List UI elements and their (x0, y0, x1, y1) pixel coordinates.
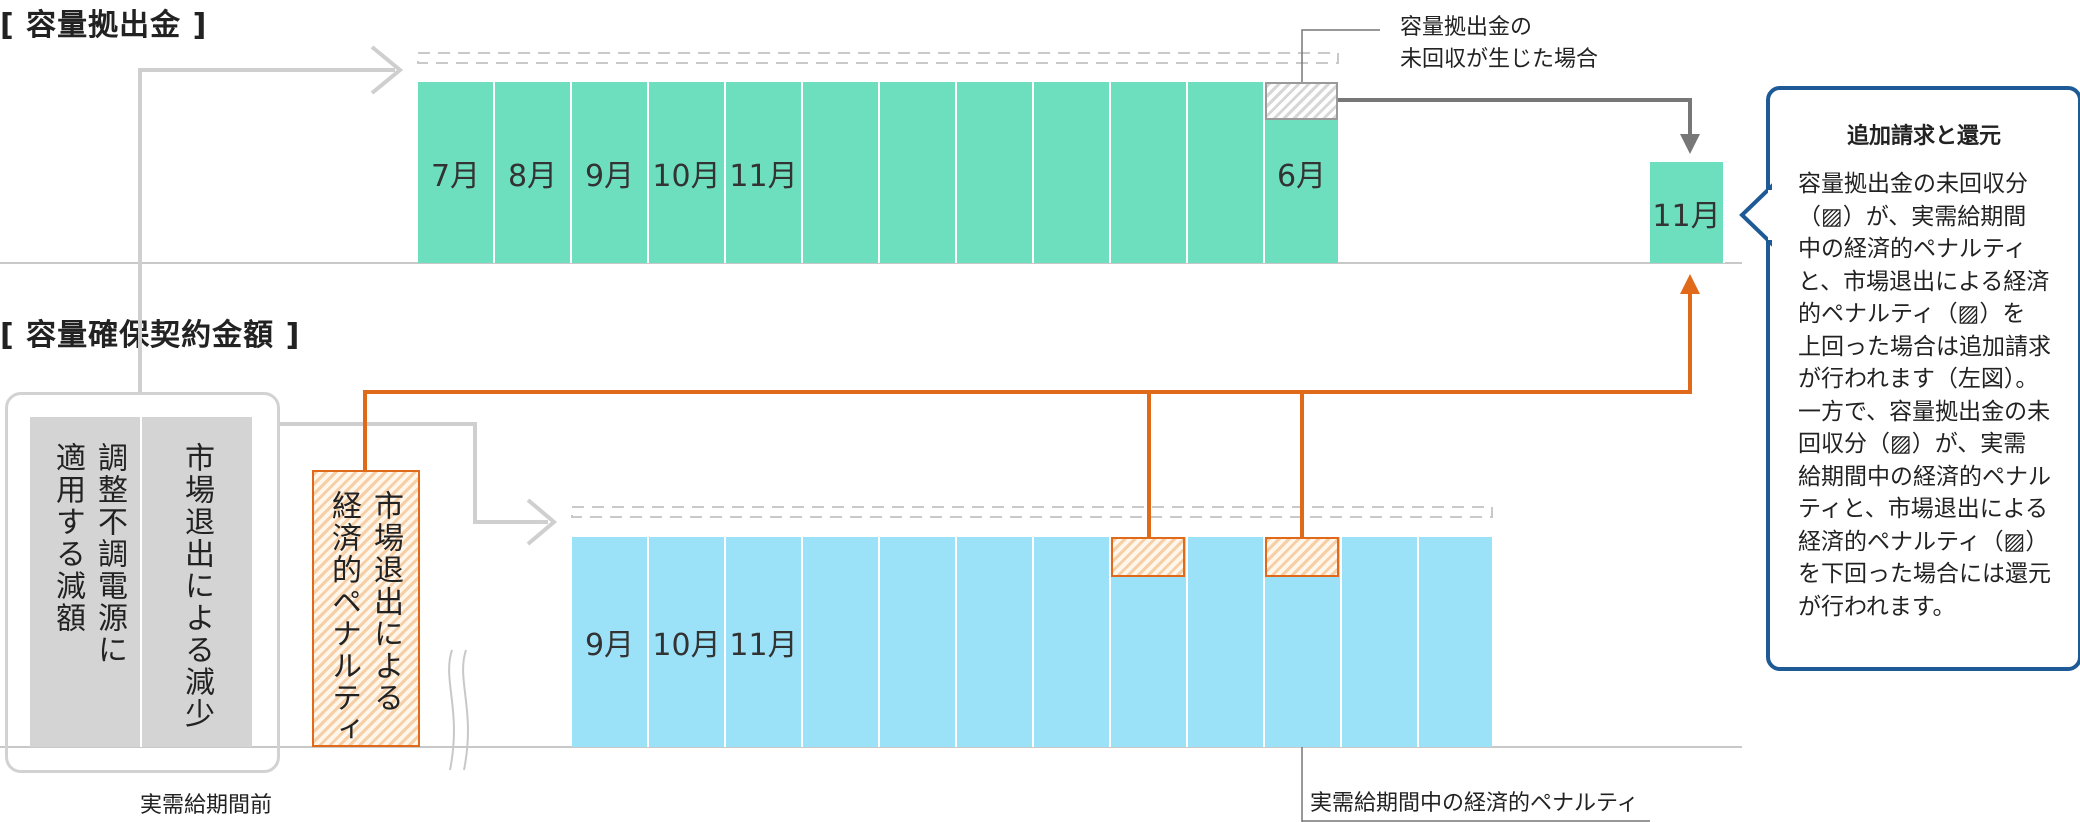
callout-line: 的ペナルティ（▨）を (1798, 301, 2026, 327)
unpaid-levy-marker (1265, 82, 1338, 120)
penalty-label-1: 市場退出による (368, 490, 403, 714)
callout-line: 給期間中の経済的ペナル (1798, 463, 2051, 490)
in-period-penalty-marker (1111, 537, 1185, 577)
contract-month-cell (803, 537, 880, 747)
contract-month-bar: 9月 10月 11月 (572, 537, 1492, 747)
contract-month-cell (1188, 537, 1265, 747)
levy-month-cell: 10月 (649, 82, 726, 263)
unpaid-note-line: 未回収が生じた場合 (1400, 47, 1599, 72)
callout-line: を下回った場合には還元 (1798, 561, 2051, 587)
contract-month-cell (1034, 537, 1111, 747)
explanation-callout: 追加請求と還元 容量拠出金の未回収分 （▨）が、実需給期間 中の経済的ペナルティ… (1766, 86, 2080, 671)
callout-line: 回収分（▨）が、実需 (1798, 431, 2027, 457)
levy-month-cell: 11月 (726, 82, 803, 263)
capacity-levy-title: [ 容量拠出金 ] (0, 8, 208, 43)
deduction-divider (140, 417, 142, 747)
penalty-label-2: 経済的ペナルティ (326, 490, 361, 746)
in-period-penalty-label: 実需給期間中の経済的ペナルティ (1310, 791, 1639, 816)
callout-line: （▨）が、実需給期間 (1798, 203, 2027, 230)
contract-month-cell (1342, 537, 1419, 747)
levy-month-cell: 8月 (495, 82, 572, 263)
callout-line: が行われます。 (1798, 593, 1956, 620)
callout-line: 容量拠出金の未回収分 (1798, 171, 2028, 197)
callout-line: 中の経済的ペナルティ (1798, 236, 2027, 262)
levy-month-cell: 9月 (572, 82, 649, 263)
adjustment-failure-label-2: 適用する減額 (50, 442, 85, 634)
contract-month-cell: 10月 (649, 537, 726, 747)
market-exit-penalty-box (312, 470, 420, 747)
callout-title: 追加請求と還元 (1846, 124, 2001, 149)
levy-month-cell (1188, 82, 1265, 263)
adjustment-failure-label-1: 調整不調電源に (92, 442, 127, 666)
callout-line: 上回った場合は追加請求 (1798, 333, 2051, 360)
unpaid-levy-note: 容量拠出金の 未回収が生じた場合 (1400, 12, 1598, 76)
pre-period-label: 実需給期間前 (140, 793, 273, 818)
contract-month-cell: 9月 (572, 537, 649, 747)
callout-line: ティと、市場退出による (1798, 496, 2049, 522)
contract-month-cell (880, 537, 957, 747)
levy-month-cell (957, 82, 1034, 263)
callout-line: 経済的ペナルティ（▨） (1798, 528, 2049, 555)
target-month-cell: 11月 (1650, 162, 1725, 263)
levy-month-cell (1034, 82, 1111, 263)
callout-line: と、市場退出による経済 (1798, 268, 2050, 295)
callout-pointer (1739, 183, 1772, 247)
contract-month-cell (1419, 537, 1492, 747)
contract-amount-title: [ 容量確保契約金額 ] (0, 318, 301, 353)
levy-month-bar: 7月 8月 9月 10月 11月 6月 (418, 82, 1338, 263)
contract-month-cell: 11月 (726, 537, 803, 747)
unpaid-note-line: 容量拠出金の (1400, 15, 1533, 40)
in-period-penalty-marker (1265, 537, 1339, 577)
levy-month-cell (880, 82, 957, 263)
contract-month-cell (957, 537, 1034, 747)
levy-month-cell (1111, 82, 1188, 263)
callout-line: 一方で、容量拠出金の未 (1798, 398, 2051, 425)
callout-line: が行われます（左図）。 (1798, 366, 2039, 392)
levy-month-cell (803, 82, 880, 263)
levy-month-cell: 7月 (418, 82, 495, 263)
market-exit-reduction-label: 市場退出による減少 (179, 442, 214, 730)
callout-body: 容量拠出金の未回収分 （▨）が、実需給期間 中の経済的ペナルティ と、市場退出に… (1798, 168, 2078, 623)
pre-period-deduction-group (5, 392, 280, 773)
